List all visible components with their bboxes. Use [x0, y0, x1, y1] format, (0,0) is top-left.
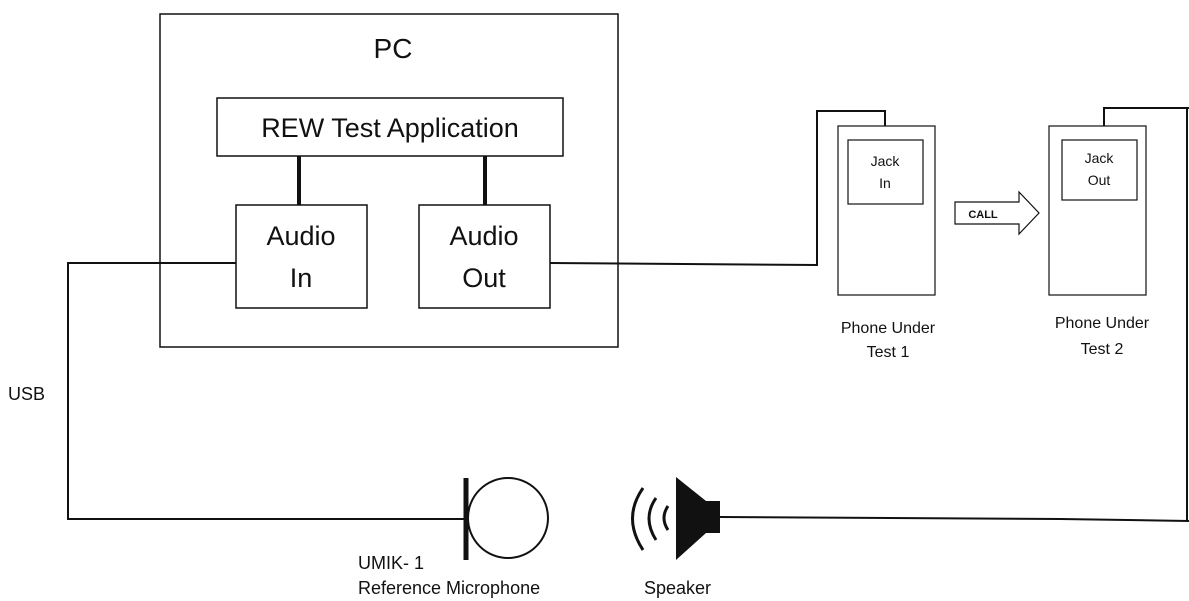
- phone-1-jack-line1: Jack: [871, 153, 901, 169]
- rew-app-box: [216, 97, 564, 157]
- phone-1-jack-box: [847, 139, 924, 205]
- rew-app-label: REW Test Application: [261, 113, 519, 143]
- audio-out-label-line1: Audio: [449, 221, 518, 251]
- audio-in-label-line1: Audio: [266, 221, 335, 251]
- pc-box: [159, 13, 619, 348]
- speaker-label: Speaker: [644, 578, 711, 598]
- usb-cable: [67, 262, 466, 520]
- phone-2-body: [1048, 125, 1147, 296]
- audio-out-cable: [549, 110, 886, 267]
- pc-title: PC: [374, 33, 413, 64]
- speaker-cable: [719, 516, 1189, 522]
- speaker-icon: [631, 477, 720, 560]
- audio-in-label-line2: In: [290, 263, 313, 293]
- phone-1-body: [837, 125, 936, 296]
- phone-2-jack-line1: Jack: [1085, 150, 1115, 166]
- phone-2-label-line1: Phone Under: [1055, 315, 1150, 332]
- call-label: CALL: [968, 209, 998, 221]
- phone-2-label-line2: Test 2: [1081, 341, 1124, 358]
- phone-2-jack-line2: Out: [1088, 172, 1111, 188]
- phone-1-label-line2: Test 1: [867, 344, 910, 361]
- phone-1-jack-line2: In: [879, 175, 891, 191]
- audio-in-box: [235, 204, 368, 309]
- phone-1-label-line1: Phone Under: [841, 320, 936, 337]
- microphone-label-line1: UMIK- 1: [358, 553, 424, 573]
- usb-label: USB: [8, 384, 45, 404]
- audio-out-label-line2: Out: [462, 263, 506, 293]
- audio-out-box: [418, 204, 551, 309]
- call-arrow: [954, 190, 1040, 236]
- phone-2-to-speaker-cable: [1103, 107, 1189, 126]
- phone-2-jack-box: [1061, 139, 1138, 201]
- microphone-label-line2: Reference Microphone: [358, 578, 540, 598]
- microphone-icon: [463, 477, 549, 560]
